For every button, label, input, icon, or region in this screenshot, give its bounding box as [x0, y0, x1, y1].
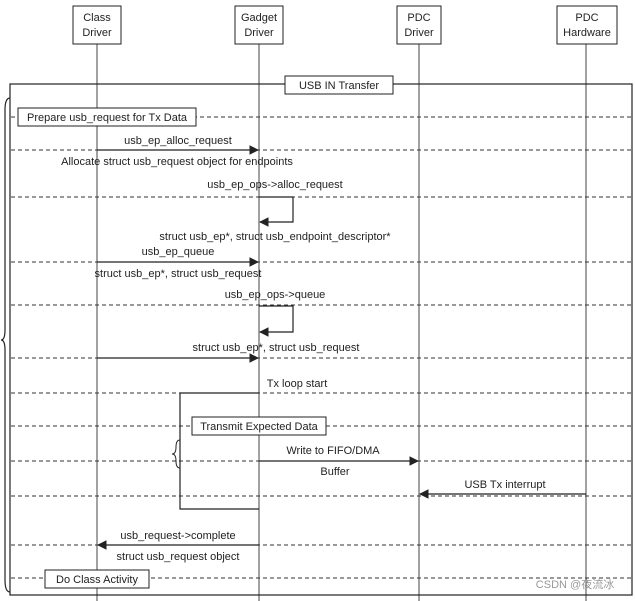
- loop-start-label: Tx loop start: [267, 378, 328, 390]
- tx-loop-brace: [171, 439, 181, 469]
- watermark: CSDN @夜流冰: [536, 577, 614, 591]
- lifelines: [96, 44, 587, 601]
- participant-label: PDC: [407, 12, 430, 24]
- message-complete-args: struct usb_request object: [117, 551, 240, 563]
- participant-gadget-driver: Gadget Driver: [234, 5, 284, 45]
- tx-loop-frame: [179, 392, 259, 510]
- note-prepare: Prepare usb_request for Tx Data: [17, 107, 197, 127]
- message-queue-label: usb_ep_queue: [142, 246, 215, 258]
- self-call-alloc: [259, 196, 294, 227]
- participant-label: PDC: [575, 12, 598, 24]
- participant-label: Driver: [244, 27, 274, 39]
- participant-class-driver: Class Driver: [72, 5, 122, 45]
- participant-pdc-hardware: PDC Hardware: [556, 5, 618, 45]
- self-call-queue: [259, 305, 294, 337]
- note-transmit-text: Transmit Expected Data: [200, 421, 318, 433]
- participant-label: Driver: [82, 27, 112, 39]
- participant-label: Hardware: [563, 27, 611, 39]
- participant-pdc-driver: PDC Driver: [396, 5, 442, 45]
- outer-brace: [0, 97, 11, 593]
- message-ops-alloc-args: struct usb_ep*, struct usb_endpoint_desc…: [159, 231, 391, 243]
- message-buffer-label: Buffer: [320, 466, 349, 478]
- message-alloc-desc: Allocate struct usb_request object for e…: [61, 156, 293, 168]
- note-class-activity-text: Do Class Activity: [56, 574, 138, 586]
- message-fifo-label: Write to FIFO/DMA: [286, 445, 380, 457]
- message-ops-alloc-label: usb_ep_ops->alloc_request: [207, 179, 342, 191]
- message-interrupt-label: USB Tx interrupt: [464, 479, 545, 491]
- message-ops-queue-args: struct usb_ep*, struct usb_request: [193, 342, 360, 354]
- message-complete-label: usb_request->complete: [120, 530, 235, 542]
- note-class-activity: Do Class Activity: [44, 569, 150, 589]
- frame-title-text: USB IN Transfer: [299, 80, 379, 92]
- message-ops-queue-label: usb_ep_ops->queue: [225, 289, 326, 301]
- participant-label: Gadget: [241, 12, 277, 24]
- message-alloc-request-label: usb_ep_alloc_request: [124, 135, 232, 147]
- participant-label: Driver: [404, 27, 434, 39]
- frame-title: USB IN Transfer: [284, 75, 394, 95]
- participant-label: Class: [83, 12, 111, 24]
- note-prepare-text: Prepare usb_request for Tx Data: [27, 112, 188, 124]
- note-transmit: Transmit Expected Data: [191, 416, 327, 436]
- message-queue-args: struct usb_ep*, struct usb_request: [95, 268, 262, 280]
